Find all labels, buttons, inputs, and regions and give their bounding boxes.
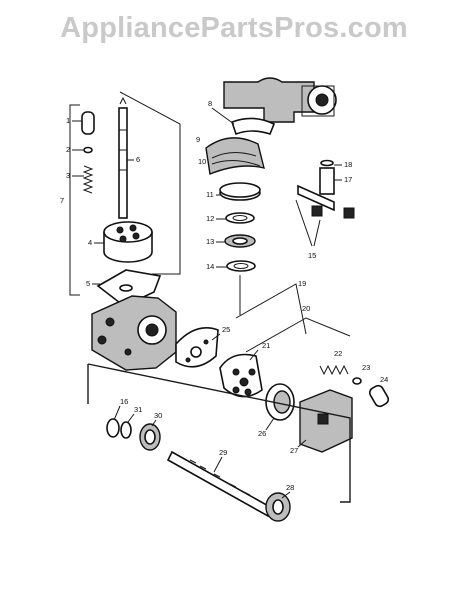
part-28-bearing <box>265 492 291 522</box>
callout-9: 9 <box>196 135 200 144</box>
callout-10: 10 <box>198 157 206 166</box>
callout-26: 26 <box>258 429 266 438</box>
part-22-spring <box>319 364 349 376</box>
callout-23: 23 <box>362 363 370 372</box>
part-4-rotor-block <box>103 221 153 263</box>
part-10 <box>211 160 261 167</box>
part-6-shaft <box>118 96 128 219</box>
part-13-bearing <box>224 234 256 248</box>
part-14-washer <box>226 260 256 272</box>
bracket-lower <box>87 363 351 503</box>
callout-17: 17 <box>344 175 352 184</box>
callout-7: 7 <box>60 196 64 205</box>
part-2-washer <box>83 146 93 154</box>
callout-3: 3 <box>66 171 70 180</box>
part-15-pins <box>295 199 321 247</box>
part-9-bearing-cap <box>205 137 265 175</box>
watermark-logo: AppliancePartsPros.com <box>60 12 408 44</box>
callout-21: 21 <box>262 341 270 350</box>
callout-24: 24 <box>380 375 388 384</box>
callout-28: 28 <box>286 483 294 492</box>
callout-27: 27 <box>290 446 298 455</box>
callout-6: 6 <box>136 155 140 164</box>
part-30-bearing <box>139 423 161 451</box>
part-16-ring <box>106 418 120 438</box>
bracket-7 <box>69 104 80 296</box>
part-8-seal-segment <box>230 117 276 136</box>
callout-22: 22 <box>334 349 342 358</box>
part-21-cylinder-block <box>219 353 263 398</box>
callout-5: 5 <box>86 279 90 288</box>
callout-16: 16 <box>120 397 128 406</box>
leader-shaft <box>119 91 181 275</box>
part-31-washer <box>120 421 132 439</box>
callout-25: 25 <box>222 325 230 334</box>
part-26-ring <box>265 383 295 421</box>
pump-body <box>91 295 177 371</box>
callout-4: 4 <box>88 238 92 247</box>
callout-30: 30 <box>154 411 162 420</box>
callout-15: 15 <box>308 251 316 260</box>
housing-top <box>223 77 337 123</box>
callout-8: 8 <box>208 99 212 108</box>
part-11-ring <box>219 182 261 201</box>
callout-1: 1 <box>66 116 70 125</box>
leader-20 <box>245 317 351 353</box>
callout-12: 12 <box>206 214 214 223</box>
callout-31: 31 <box>134 405 142 414</box>
callout-18: 18 <box>344 160 352 169</box>
callout-13: 13 <box>206 237 214 246</box>
part-23-oring <box>352 377 362 385</box>
part-18-oring <box>320 159 334 167</box>
callout-2: 2 <box>66 145 70 154</box>
callout-14: 14 <box>206 262 214 271</box>
callout-11: 11 <box>206 190 214 199</box>
part-25-plate <box>175 327 219 368</box>
part-12-washer <box>225 212 255 224</box>
callout-29: 29 <box>219 448 227 457</box>
part-17-lever <box>297 167 355 219</box>
part-27-valve-block <box>299 389 353 453</box>
leader-19 <box>235 283 307 335</box>
part-1-cap <box>81 111 95 135</box>
part-24-plug <box>368 384 390 408</box>
callout-20: 20 <box>302 304 310 313</box>
part-3-spring <box>82 165 94 194</box>
callout-19: 19 <box>298 279 306 288</box>
